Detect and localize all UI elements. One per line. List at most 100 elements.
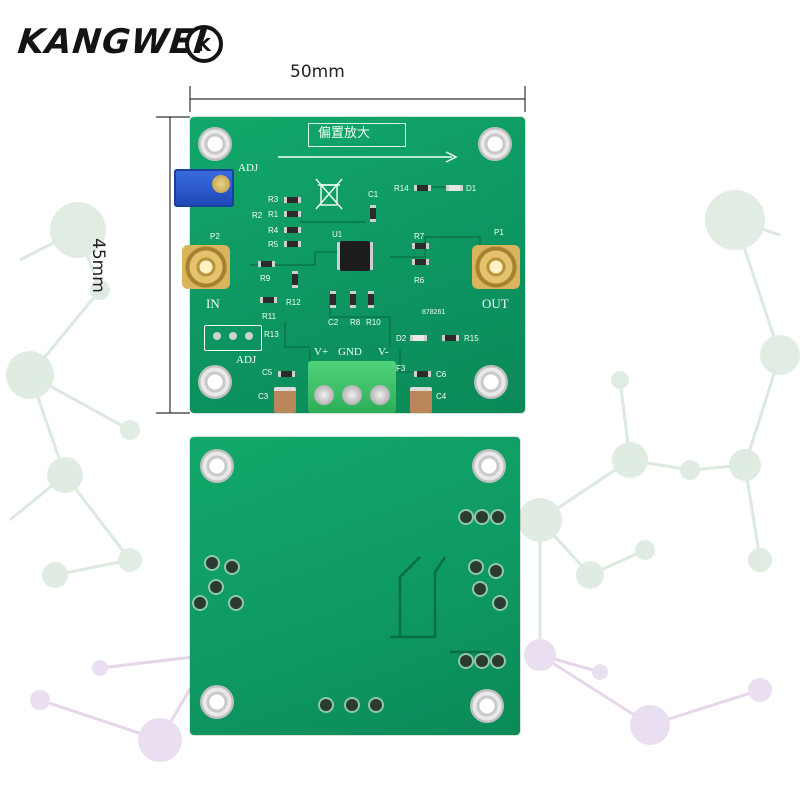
label-d1: D1 (466, 184, 477, 193)
label-in: IN (206, 296, 220, 311)
back-pad-1 (460, 511, 472, 523)
label-r1: R1 (268, 210, 279, 219)
back-pad-10 (490, 565, 502, 577)
brand-badge-letter: K (197, 35, 212, 56)
mounting-hole-br (474, 365, 508, 399)
board-id: 878261 (422, 309, 446, 316)
label-u1: U1 (332, 230, 343, 239)
back-pad-7 (230, 597, 242, 609)
width-dimension-label: 50mm (290, 62, 345, 82)
terminal-screw-1[interactable] (314, 385, 334, 405)
label-r6: R6 (414, 276, 425, 285)
label-v-plus: V+ (314, 346, 329, 358)
resistor-r4 (284, 227, 301, 233)
label-r7: R7 (414, 232, 425, 241)
pcb-back (190, 437, 520, 735)
resistor-r8 (350, 291, 356, 308)
label-r12: R12 (286, 298, 301, 307)
led-d2 (410, 335, 427, 341)
capacitor-c5 (278, 371, 295, 377)
label-c6: C6 (436, 370, 447, 379)
power-terminal-block[interactable] (308, 361, 396, 413)
resistor-r12 (292, 271, 298, 288)
terminal-screw-2[interactable] (342, 385, 362, 405)
op-amp-chip (340, 241, 370, 271)
label-c2: C2 (328, 318, 339, 327)
back-mounting-hole-bl (200, 685, 234, 719)
label-r11: R11 (262, 312, 277, 321)
label-r15: R15 (464, 334, 479, 343)
back-pad-12 (494, 597, 506, 609)
label-c1: C1 (368, 190, 379, 199)
sma-connector-in[interactable] (182, 245, 230, 289)
label-d2: D2 (396, 334, 407, 343)
trimmer-screw-icon (212, 175, 230, 193)
resistor-r9 (258, 261, 275, 267)
back-mounting-hole-br (470, 689, 504, 723)
back-pad-14 (476, 655, 488, 667)
adj-pin-3 (245, 332, 253, 340)
back-pad-11 (474, 583, 486, 595)
adj-pin-1 (213, 332, 221, 340)
label-r14: R14 (394, 184, 409, 193)
led-d1 (446, 185, 463, 191)
mounting-hole-tl (198, 127, 232, 161)
resistor-r5 (284, 241, 301, 247)
capacitor-c4 (410, 387, 432, 413)
brand-badge-icon: K (185, 25, 223, 63)
resistor-r15 (442, 335, 459, 341)
trimmer-potentiometer[interactable] (174, 169, 234, 207)
label-adj-top: ADJ (238, 162, 259, 174)
back-pad-5 (226, 561, 238, 573)
resistor-r10 (368, 291, 374, 308)
height-dimension-label: 45mm (88, 238, 108, 293)
terminal-screw-3[interactable] (370, 385, 390, 405)
back-pad-15 (492, 655, 504, 667)
arrow-right-icon (278, 151, 458, 163)
board-title: 偏置放大 (318, 126, 371, 141)
resistor-r6 (412, 259, 429, 265)
label-c5: C5 (262, 368, 273, 377)
label-out: OUT (482, 296, 509, 311)
back-pad-2 (476, 511, 488, 523)
resistor-r14 (414, 185, 431, 191)
pcb-front: 偏置放大 ADJ P2 P1 IN OUT U1 R3 R1 R2 R4 R5 … (174, 117, 525, 413)
back-pad-9 (470, 561, 482, 573)
back-pad-13 (460, 655, 472, 667)
label-p1: P1 (494, 228, 504, 237)
label-gnd: GND (338, 346, 362, 358)
label-r2: R2 (252, 211, 263, 220)
label-v-minus: V- (378, 346, 389, 358)
label-c4: C4 (436, 392, 447, 401)
back-pad-4 (206, 557, 218, 569)
back-pad-16 (320, 699, 332, 711)
adj-header[interactable] (204, 325, 262, 351)
title-box (308, 123, 406, 147)
back-mounting-hole-tl (200, 449, 234, 483)
back-pad-6 (210, 581, 222, 593)
label-f3: F3 (396, 364, 406, 373)
mounting-hole-tr (478, 127, 512, 161)
label-r9: R9 (260, 274, 271, 283)
label-r4: R4 (268, 226, 279, 235)
capacitor-c1 (370, 205, 376, 222)
weee-bin-icon (315, 178, 343, 210)
label-c3: C3 (258, 392, 269, 401)
mounting-hole-bl (198, 365, 232, 399)
label-adj-bottom: ADJ (236, 354, 257, 366)
label-r10: R10 (366, 318, 381, 327)
label-r3: R3 (268, 195, 279, 204)
sma-connector-out[interactable] (472, 245, 520, 289)
back-pad-8 (194, 597, 206, 609)
capacitor-c3 (274, 387, 296, 413)
back-pad-18 (370, 699, 382, 711)
label-p2: P2 (210, 232, 220, 241)
back-pad-3 (492, 511, 504, 523)
back-mounting-hole-tr (472, 449, 506, 483)
label-r8: R8 (350, 318, 361, 327)
resistor-r7 (412, 243, 429, 249)
label-r13: R13 (264, 330, 279, 339)
capacitor-c6 (414, 371, 431, 377)
